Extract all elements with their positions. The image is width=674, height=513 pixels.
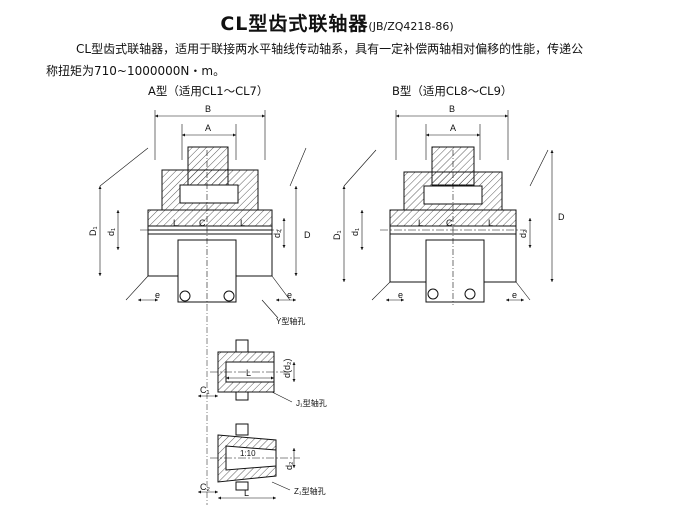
dim-c-b: C (446, 218, 453, 228)
dim-d1-a: d₁ (106, 228, 116, 236)
dim-d2-a: d₂ (272, 229, 282, 238)
dim-d1-b: d₁ (350, 228, 360, 236)
dim-l1-a: L (173, 218, 178, 228)
dim-b-b: B (449, 104, 455, 114)
z1-bore-callout: Z₁型轴孔 (294, 486, 326, 496)
dim-c1-j1: C₁ (200, 385, 210, 395)
description: CL型齿式联轴器，适用于联接两水平轴线传动轴系，具有一定补偿两轴相对偏移的性能，… (46, 38, 666, 82)
dim-e2-b: e (512, 290, 517, 300)
z1-bore-detail (198, 423, 300, 500)
dim-l-j1: L (246, 368, 251, 378)
title-main: CL型齿式联轴器 (220, 13, 369, 35)
dim-e1-a: e (155, 290, 160, 300)
dim-c1-a: C (199, 218, 206, 228)
dim-c2-z1: C₂ (200, 482, 210, 492)
dim-a-b: A (450, 123, 456, 133)
dim-e2-a: e (287, 290, 292, 300)
description-line-2: 称扭矩为710~1000000N・m。 (46, 64, 226, 78)
title-standard: (JB/ZQ4218-86) (368, 20, 454, 33)
dim-l2-a: L (240, 218, 245, 228)
type-a-caption: A型（适用CL1～CL7） (148, 84, 269, 98)
dim-d2-b: d₂ (518, 229, 528, 238)
type-a-drawing (98, 110, 307, 319)
page-title: CL型齿式联轴器(JB/ZQ4218-86) (0, 9, 674, 36)
dim-d-a: D (304, 230, 311, 240)
dim-e1-b: e (398, 290, 403, 300)
dim-d1-big-a: D₁ (88, 226, 98, 236)
type-b-caption: B型（适用CL8～CL9） (392, 84, 513, 98)
j1-bore-detail (198, 305, 296, 505)
y-bore-callout: Y型轴孔 (276, 316, 305, 326)
dim-l1-b: L (418, 218, 423, 228)
taper-label: 1:10 (240, 449, 256, 458)
dim-d-d2-j1: d(d₂) (282, 358, 292, 378)
dim-b-a: B (205, 104, 211, 114)
dim-a-a: A (205, 123, 211, 133)
dim-l2-b: L (488, 218, 493, 228)
dim-d-b: D (558, 212, 565, 222)
dim-d2-z1: d₂ (284, 461, 294, 470)
dim-d1-big-b: D₁ (332, 230, 342, 240)
dim-l-z1: L (244, 488, 249, 498)
type-b-drawing (342, 110, 554, 305)
description-line-1: CL型齿式联轴器，适用于联接两水平轴线传动轴系，具有一定补偿两轴相对偏移的性能，… (76, 42, 584, 56)
j1-bore-callout: J₁型轴孔 (296, 398, 327, 408)
